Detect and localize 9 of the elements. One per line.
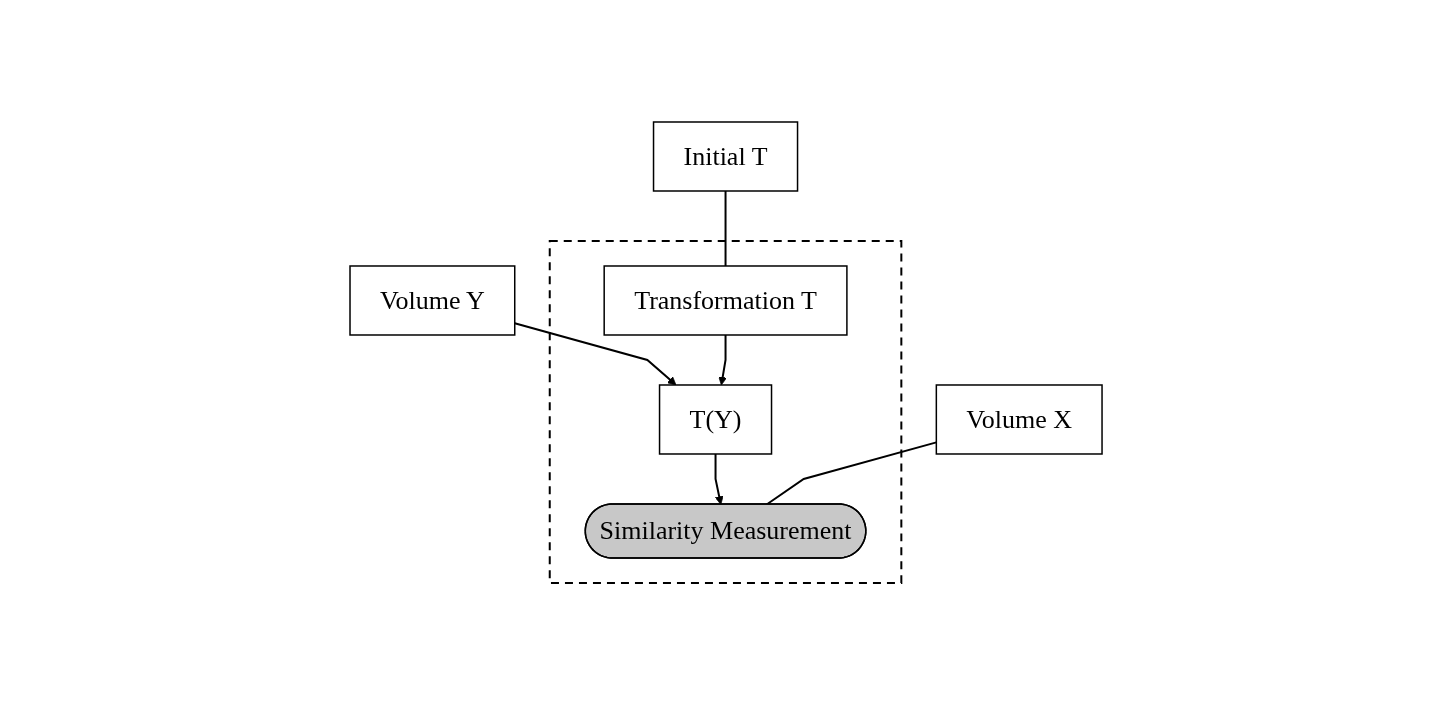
node-box: Initial T: [652, 120, 799, 192]
arrow: [714, 452, 724, 505]
node-box: Volume X: [935, 383, 1103, 455]
node-box: Transformation T: [603, 264, 848, 336]
connector: [724, 189, 727, 267]
node-box: T(Y): [658, 383, 773, 455]
cluster: [548, 239, 903, 584]
arrow: [718, 333, 727, 385]
node-box: Volume Y: [349, 264, 516, 336]
